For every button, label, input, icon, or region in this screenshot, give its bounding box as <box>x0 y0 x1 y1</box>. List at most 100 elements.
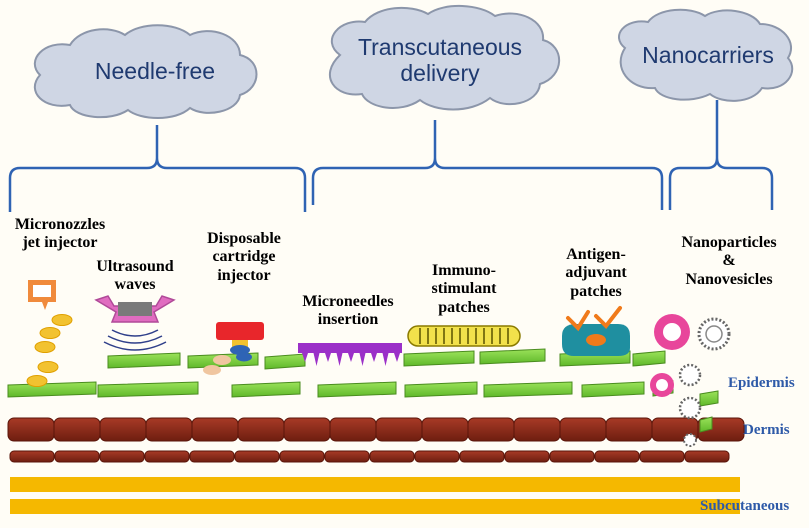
microneedles-line-1: Microneedles <box>302 293 394 310</box>
ultrasound-line-1: Ultrasound <box>96 258 174 275</box>
immuno-label: Immuno- stimulant patches <box>414 262 514 317</box>
dermis-cell-lower <box>234 450 280 463</box>
microneedles-icon <box>298 343 402 366</box>
dermis-cell-lower <box>54 450 100 463</box>
dermis-cell-lower <box>684 450 730 463</box>
antigen-adjuvant-patch-icon <box>562 306 630 356</box>
dermis-cell-lower <box>459 450 505 463</box>
cloud-needle-free <box>33 24 258 119</box>
jet-injector-icon <box>26 280 73 387</box>
needle-free-label: Needle-free <box>94 58 216 84</box>
cartridge-line-3: injector <box>217 266 271 284</box>
nanoparticles-line-3: Nanovesicles <box>685 270 773 288</box>
transcutaneous-label: Transcutaneous delivery <box>340 34 540 87</box>
dermis-cell <box>191 417 239 442</box>
cartridge-label: Disposable cartridge injector <box>194 230 294 285</box>
antigen-label: Antigen- adjuvant patches <box>546 246 646 301</box>
immuno-line-2: stimulant <box>431 280 497 298</box>
epidermis-cell <box>404 381 478 398</box>
dermis-cell <box>283 417 331 442</box>
epidermis-cell <box>264 353 306 370</box>
cartridge-line-1: Disposable <box>207 230 281 247</box>
subcutaneous-layer <box>10 477 740 514</box>
antigen-line-2: adjuvant <box>565 264 627 282</box>
micronozzles-line-2: jet injector <box>22 234 98 252</box>
dermis-cell <box>375 417 423 442</box>
dermis-cell <box>99 417 147 442</box>
epidermis-layer <box>7 348 719 433</box>
dermis-cell-lower <box>414 450 460 463</box>
dermis-cell-lower <box>324 450 370 463</box>
cartridge-injector-icon <box>203 322 264 375</box>
epidermis-cell <box>483 381 573 398</box>
dermis-cell-lower <box>279 450 325 463</box>
antigen-line-3: patches <box>570 282 622 300</box>
dermis-cell-lower <box>639 450 685 463</box>
dermis-cell-lower <box>549 450 595 463</box>
microneedle <box>336 353 343 366</box>
immuno-line-1: Immuno- <box>431 262 496 279</box>
dermis-cell-lower <box>504 450 550 463</box>
microneedle <box>302 353 308 362</box>
dermis-cell <box>237 417 285 442</box>
microneedle <box>394 353 400 362</box>
dermis-cell-lower <box>144 450 190 463</box>
dermis-layer <box>7 417 745 463</box>
microneedle <box>325 353 331 362</box>
epidermis-cell <box>403 350 475 367</box>
dermis-cell-lower <box>9 450 55 463</box>
dermis-cell <box>421 417 469 442</box>
dermis-cell <box>7 417 55 442</box>
dermis-cell-lower <box>189 450 235 463</box>
nanoparticles-line-2: & <box>722 252 736 270</box>
micronozzles-line-1: Micronozzles <box>14 216 106 233</box>
subcutaneous-label: Subcutaneous <box>700 498 790 514</box>
dermis-cell <box>513 417 561 442</box>
dermis-label: Dermis <box>743 422 790 438</box>
immuno-line-3: patches <box>438 298 490 316</box>
dermis-cell-lower <box>99 450 145 463</box>
antigen-line-1: Antigen- <box>566 246 626 263</box>
micronozzles-label: Micronozzles jet injector <box>0 216 120 253</box>
ultrasound-icon <box>94 295 176 351</box>
nanoparticles-line-1: Nanoparticles <box>681 234 777 251</box>
epidermis-cell <box>107 352 181 369</box>
microneedle <box>348 353 354 362</box>
transcutaneous-line-2: delivery <box>400 60 480 87</box>
epidermis-cell <box>699 390 719 407</box>
epidermis-cell <box>317 381 397 398</box>
immunostimulant-patch-icon <box>407 325 521 347</box>
brace-needle-free <box>8 125 307 212</box>
microneedle <box>382 353 389 366</box>
epidermis-cell <box>632 350 666 367</box>
microneedle <box>371 353 377 362</box>
dermis-cell <box>145 417 193 442</box>
microneedle <box>313 353 320 366</box>
microneedles-label: Microneedles insertion <box>288 293 408 330</box>
dermis-cell <box>559 417 607 442</box>
nanoparticles-label: Nanoparticles & Nanovesicles <box>664 234 794 289</box>
dermis-cell <box>329 417 377 442</box>
transcutaneous-line-1: Transcutaneous <box>357 34 523 60</box>
nanocarrier-icon <box>650 314 731 447</box>
cartridge-line-2: cartridge <box>212 248 276 266</box>
nanocarriers-label: Nanocarriers <box>642 42 774 68</box>
brace-nanocarriers <box>668 100 774 210</box>
epidermis-cell <box>7 381 97 398</box>
epidermis-label: Epidermis <box>728 375 795 391</box>
microneedle <box>359 353 366 366</box>
epidermis-cell <box>231 381 301 398</box>
brace-transcutaneous <box>311 120 664 210</box>
dermis-cell-lower <box>594 450 640 463</box>
epidermis-cell <box>479 348 546 365</box>
dermis-cell-lower <box>369 450 415 463</box>
ultrasound-line-2: waves <box>114 276 156 294</box>
ultrasound-label: Ultrasound waves <box>90 258 180 295</box>
cloud-nanocarriers <box>618 8 794 102</box>
cloud-transcutaneous <box>328 4 561 111</box>
dermis-cell <box>467 417 515 442</box>
dermis-cell <box>53 417 101 442</box>
epidermis-cell <box>97 381 199 398</box>
